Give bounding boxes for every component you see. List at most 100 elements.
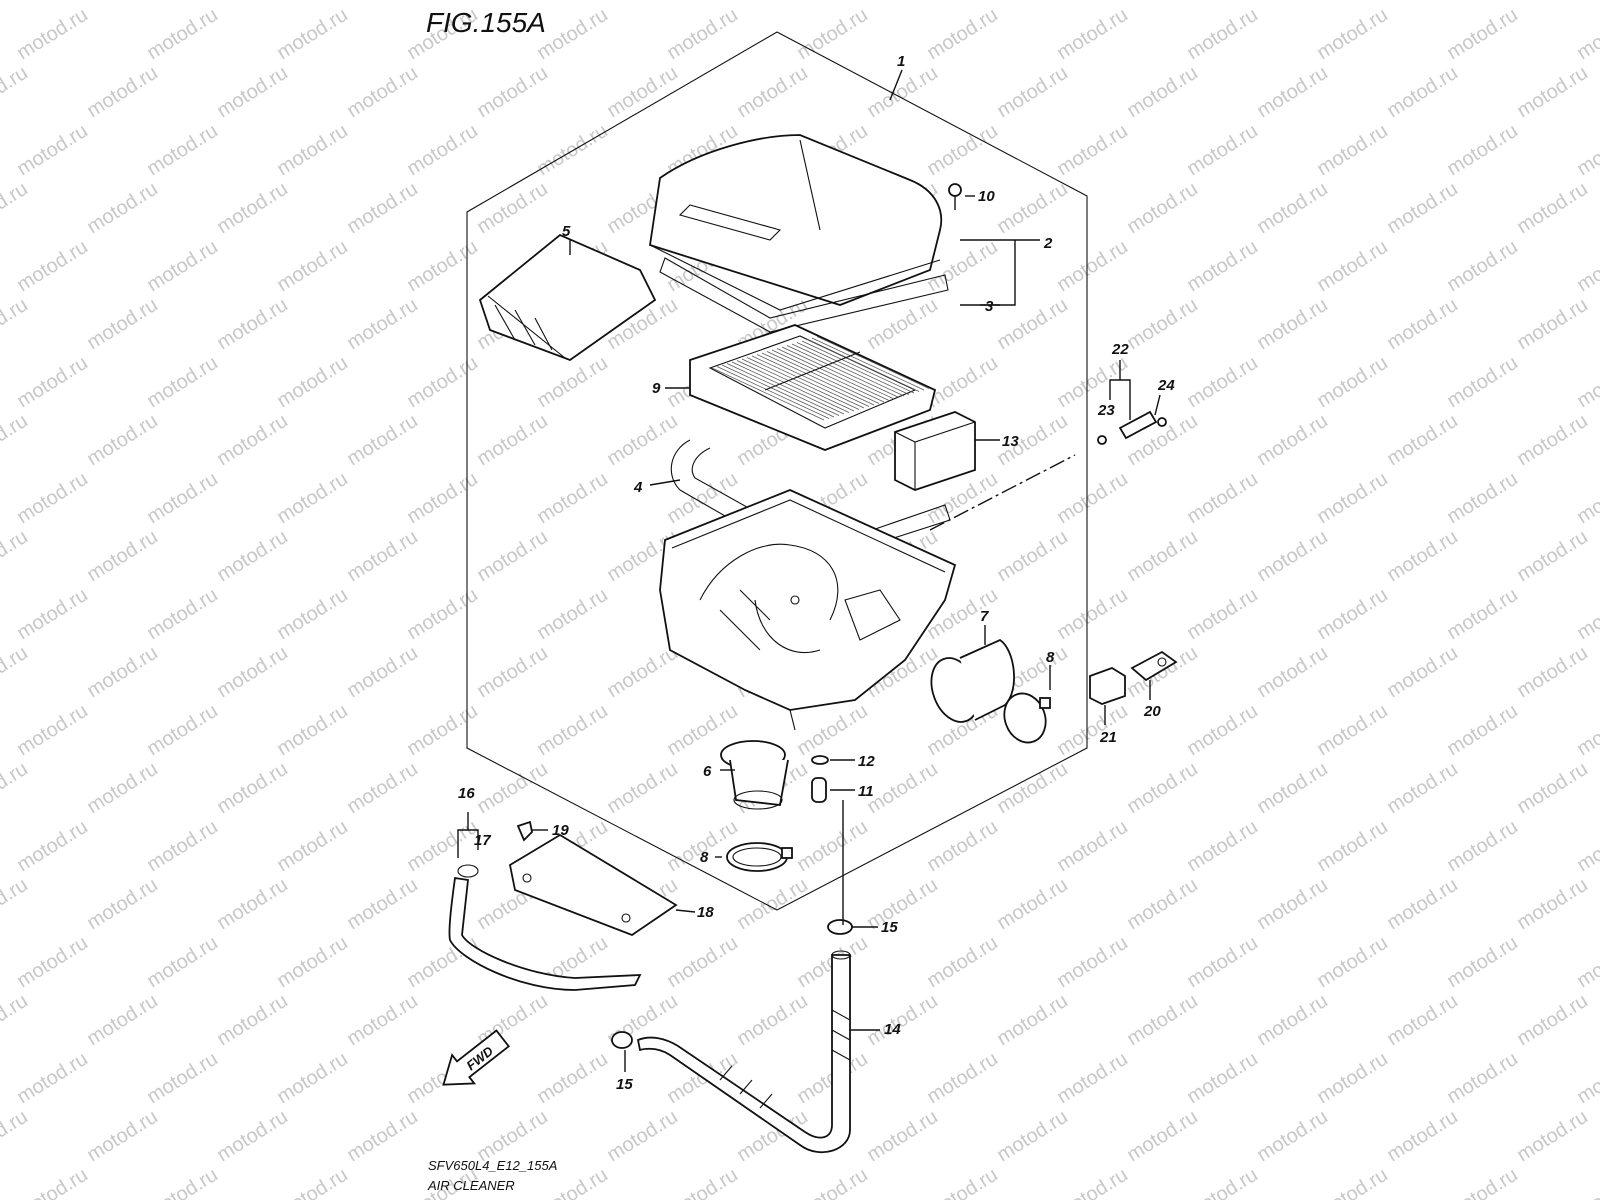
watermark-text: motod.ru: [1383, 178, 1462, 238]
watermark-text: motod.ru: [0, 1106, 32, 1166]
watermark-text: motod.ru: [1513, 1106, 1592, 1166]
watermark-text: motod.ru: [13, 352, 92, 412]
watermark-text: motod.ru: [993, 1106, 1072, 1166]
filter-pleat-line: [776, 348, 890, 401]
part-3-lid-gasket: [659, 257, 949, 333]
filter-pleat-line: [716, 366, 830, 419]
watermark-text: motod.ru: [1573, 932, 1600, 992]
watermark-text: motod.ru: [1443, 932, 1522, 992]
part-15-clamp-upper: [827, 919, 853, 935]
watermark-text: motod.ru: [0, 526, 32, 586]
watermark-text: motod.ru: [273, 236, 352, 296]
watermark-text: motod.ru: [1313, 584, 1392, 644]
assembly-frame: [466, 31, 1088, 911]
filter-pleat-line: [721, 364, 835, 418]
watermark-text: motod.ru: [603, 62, 682, 122]
watermark-text: motod.ru: [403, 236, 482, 296]
watermark-text: motod.ru: [1443, 1164, 1522, 1200]
watermark-text: motod.ru: [1183, 584, 1262, 644]
watermark-text: motod.ru: [1313, 932, 1392, 992]
part-8-clamp-upper: [1003, 692, 1051, 744]
watermark-text: motod.ru: [273, 700, 352, 760]
watermark-text: motod.ru: [1053, 236, 1132, 296]
watermark-text: motod.ru: [213, 178, 292, 238]
watermark-text: motod.ru: [403, 352, 482, 412]
part-22-sensor: [1097, 410, 1167, 445]
watermark-text: motod.ru: [863, 1106, 942, 1166]
watermark-text: motod.ru: [213, 410, 292, 470]
watermark-text: motod.ru: [83, 758, 162, 818]
filter-pleat-line: [796, 342, 910, 395]
filter-pleat-line: [781, 346, 895, 400]
watermark-text: motod.ru: [1443, 352, 1522, 412]
watermark-text: motod.ru: [343, 990, 422, 1050]
watermark-text: motod.ru: [83, 1106, 162, 1166]
watermark-text: motod.ru: [83, 410, 162, 470]
callout-7: 7: [980, 608, 989, 625]
watermark-text: motod.ru: [1053, 4, 1132, 64]
watermark-text: motod.ru: [863, 990, 942, 1050]
watermark-text: motod.ru: [1443, 120, 1522, 180]
watermark-text: motod.ru: [793, 700, 872, 760]
figure-code: SFV650L4_E12_155A: [428, 1158, 557, 1173]
figure-name: AIR CLEANER: [427, 1178, 515, 1193]
watermark-text: motod.ru: [1573, 120, 1600, 180]
watermark-text: motod.ru: [1253, 526, 1332, 586]
watermark-text: motod.ru: [143, 816, 222, 876]
watermark-text: motod.ru: [273, 1048, 352, 1108]
filter-pleat-line: [731, 361, 845, 415]
filter-pleat-line: [791, 343, 905, 397]
watermark-text: motod.ru: [1443, 4, 1522, 64]
watermark-text: motod.ru: [213, 1106, 292, 1166]
part-12-ring: [811, 755, 829, 765]
watermark-text: motod.ru: [993, 62, 1072, 122]
watermark-text: motod.ru: [0, 990, 32, 1050]
watermark-text: motod.ru: [13, 1048, 92, 1108]
watermark-text: motod.ru: [533, 468, 612, 528]
watermark-text: motod.ru: [1513, 874, 1592, 934]
watermark-text: motod.ru: [1573, 700, 1600, 760]
callout-5: 5: [562, 223, 571, 240]
watermark-text: motod.ru: [663, 932, 742, 992]
part-20-sensor: [1130, 650, 1178, 682]
watermark-text: motod.ru: [403, 584, 482, 644]
watermark-text: motod.ru: [1383, 294, 1462, 354]
part-13-damper-block: [894, 411, 976, 491]
watermark-text: motod.ru: [1443, 816, 1522, 876]
callout-13: 13: [1002, 433, 1019, 450]
part-16-drain-tube: [448, 864, 642, 991]
filter-pleat-line: [711, 367, 825, 421]
watermark-text: motod.ru: [1123, 178, 1202, 238]
watermark-text: motod.ru: [733, 874, 812, 934]
watermark-text: motod.ru: [1313, 468, 1392, 528]
watermark-text: motod.ru: [473, 526, 552, 586]
watermark-text: motod.ru: [143, 700, 222, 760]
filter-pleat-line: [786, 345, 900, 398]
watermark-text: motod.ru: [13, 700, 92, 760]
watermark-text: motod.ru: [273, 468, 352, 528]
watermark-text: motod.ru: [1443, 584, 1522, 644]
watermark-text: motod.ru: [1123, 526, 1202, 586]
watermark-text: motod.ru: [1573, 468, 1600, 528]
watermark-text: motod.ru: [273, 584, 352, 644]
watermark-text: motod.ru: [13, 932, 92, 992]
watermark-text: motod.ru: [1123, 874, 1202, 934]
callout-11: 11: [858, 783, 874, 800]
watermark-text: motod.ru: [1123, 62, 1202, 122]
watermark-text: motod.ru: [83, 526, 162, 586]
watermark-text: motod.ru: [863, 294, 942, 354]
watermark-text: motod.ru: [1313, 1048, 1392, 1108]
watermark-text: motod.ru: [603, 410, 682, 470]
watermark-text: motod.ru: [1053, 932, 1132, 992]
watermark-text: motod.ru: [863, 758, 942, 818]
part-15-clamp-lower: [611, 1031, 633, 1049]
callout-23: 23: [1097, 402, 1115, 419]
callout-8-lower: 8: [700, 849, 709, 866]
callout-22: 22: [1111, 341, 1129, 358]
watermark-text: motod.ru: [1383, 874, 1462, 934]
watermark-text: motod.ru: [1053, 468, 1132, 528]
callout-9: 9: [652, 380, 661, 397]
callout-16: 16: [458, 785, 475, 802]
watermark-text: motod.ru: [1183, 4, 1262, 64]
watermark-text: motod.ru: [273, 816, 352, 876]
